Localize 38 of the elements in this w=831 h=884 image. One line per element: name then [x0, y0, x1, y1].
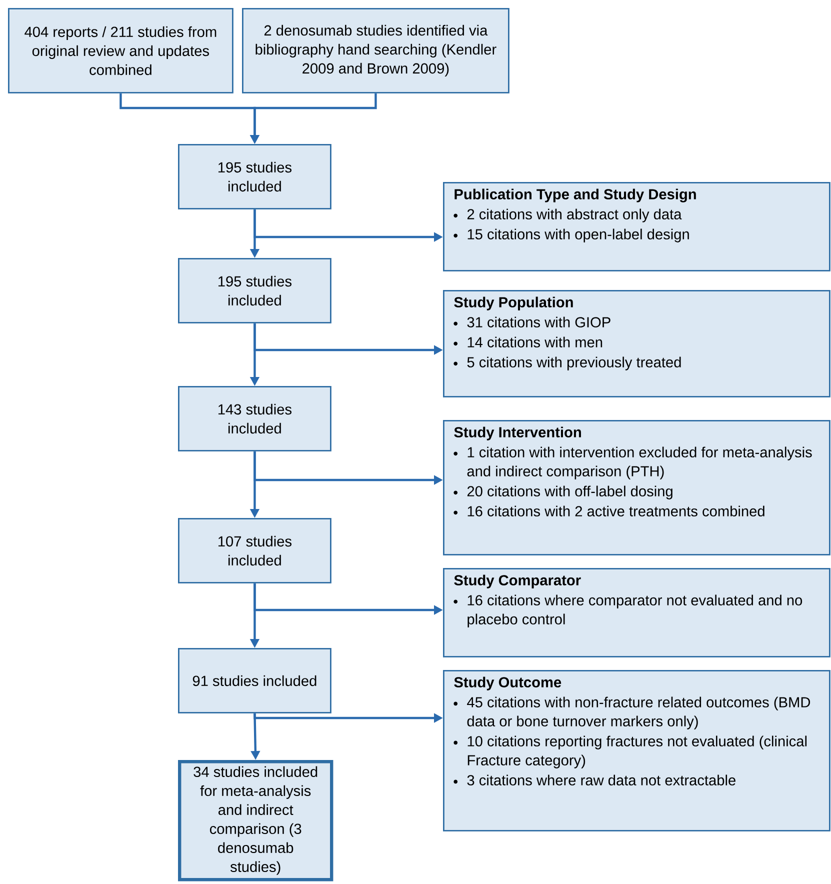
box-text: 34 studies included for meta-analysis and indirect comparison (3 denosumab studies): [194, 766, 318, 875]
box-text: 143 studies included: [218, 404, 292, 434]
exclusion-box: [443, 670, 830, 832]
bullet-item: 14 citations with men: [454, 336, 602, 348]
box-text: 91 studies included: [192, 675, 316, 686]
heading: Study Population: [454, 296, 573, 310]
bullet-item: 20 citations with off-label dosing: [454, 486, 672, 500]
box-text: 107 studies included: [218, 536, 292, 566]
heading: Study Comparator: [454, 574, 581, 588]
bullet-item: 3 citations where raw data not extractable: [454, 774, 736, 786]
process-box: [178, 144, 332, 210]
box-text: 2 denosumab studies identified via bibliography hand searching (Kendler 2009 and Brown 2009): [256, 24, 496, 76]
process-box: [242, 8, 510, 94]
process-box: [178, 648, 332, 714]
heading: Study Intervention: [454, 426, 581, 440]
bullet-item: 16 citations with 2 active treatments combined: [454, 506, 764, 516]
box-text: 404 reports / 211 studies from original review and updates combined: [24, 26, 216, 76]
heading: Publication Type and Study Design: [454, 188, 696, 202]
process-box: [178, 518, 332, 584]
bullet-item: 15 citations with open-label design: [454, 228, 689, 242]
process-box: [178, 386, 332, 452]
exclusion-box: [443, 568, 830, 658]
box-text: 195 studies included: [218, 276, 292, 306]
bullet-item: 2 citations with abstract only data: [454, 208, 682, 222]
heading: Study Outcome: [454, 676, 562, 690]
final-box: [178, 760, 334, 882]
bullet-item: 45 citations with non-fracture related outcomes (BMD data or bone turnover markers only): [454, 696, 810, 730]
bullet-item: 10 citations reporting fractures not evaluated (clinical Fracture category): [454, 736, 807, 768]
bullet-item: 16 citations where comparator not evaluated and no placebo control: [454, 594, 802, 628]
process-box: [178, 258, 332, 324]
bullet-item: 31 citations with GIOP: [454, 316, 610, 328]
process-box: [8, 8, 234, 94]
exclusion-box: [443, 182, 830, 272]
exclusion-box: [443, 290, 830, 398]
box-text: 195 studies included: [218, 162, 292, 192]
bullet-item: 1 citation with intervention excluded for meta-analysis and indirect comparison (PTH): [454, 446, 812, 480]
exclusion-box: [443, 420, 830, 556]
bullet-item: 5 citations with previously treated: [454, 356, 681, 370]
